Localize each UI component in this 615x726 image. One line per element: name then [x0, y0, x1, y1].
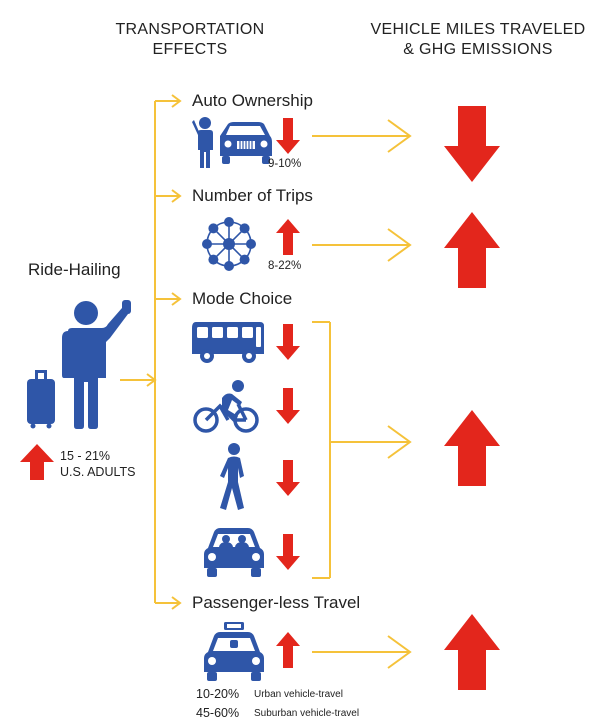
network-icon	[202, 217, 256, 271]
bicycle-icon	[193, 380, 259, 433]
urban-travel-value: 10-20%	[196, 687, 240, 701]
header-vmt-emissions: VEHICLE MILES TRAVELED & GHG EMISSIONS	[360, 20, 596, 60]
vmt-auto-ownership-down-arrow-icon	[444, 106, 500, 182]
header-transportation-line1: TRANSPORTATION	[115, 21, 265, 38]
urban-travel-desc: Urban vehicle-travel	[254, 689, 343, 700]
bus-down-arrow-icon	[276, 324, 300, 360]
hailing-person-icon	[62, 300, 131, 429]
adults-stat-range: 15 - 21%	[60, 449, 111, 463]
luggage-icon	[27, 370, 55, 429]
carpool-icon	[204, 528, 264, 577]
vmt-mode-choice-up-arrow-icon	[444, 410, 500, 486]
effect-passengerless-travel-label: Passenger-less Travel	[192, 593, 361, 612]
bicycle-down-arrow-icon	[276, 388, 300, 424]
effect-number-of-trips-label: Number of Trips	[192, 186, 313, 205]
effect-mode-choice-label: Mode Choice	[192, 289, 293, 308]
vmt-passengerless-up-arrow-icon	[444, 614, 500, 690]
bus-icon	[192, 322, 264, 363]
taxi-icon	[204, 622, 264, 681]
auto-ownership-down-arrow-icon	[276, 118, 300, 154]
header-transportation-line2: EFFECTS	[152, 41, 228, 58]
suburban-travel-desc: Suburban vehicle-travel	[254, 708, 360, 719]
vmt-number-of-trips-up-arrow-icon	[444, 212, 500, 288]
walking-icon	[220, 443, 244, 510]
effect-auto-ownership-label: Auto Ownership	[192, 91, 313, 110]
header-vmt-line1: VEHICLE MILES TRAVELED	[370, 21, 586, 38]
ride-hailing-label: Ride-Hailing	[28, 260, 121, 279]
suburban-travel-value: 45-60%	[196, 706, 240, 720]
carpool-down-arrow-icon	[276, 534, 300, 570]
adults-stat-label: U.S. ADULTS	[60, 465, 136, 479]
walking-down-arrow-icon	[276, 460, 300, 496]
adults-up-arrow-icon	[20, 444, 54, 480]
number-of-trips-up-arrow-icon	[276, 219, 300, 255]
auto-ownership-change: 9-10%	[268, 158, 302, 170]
number-of-trips-change: 8-22%	[268, 260, 302, 272]
passengerless-up-arrow-icon	[276, 632, 300, 668]
header-transportation-effects: TRANSPORTATION EFFECTS	[95, 20, 285, 60]
car-ownership-icon	[192, 117, 272, 168]
header-vmt-line2: & GHG EMISSIONS	[403, 41, 553, 58]
